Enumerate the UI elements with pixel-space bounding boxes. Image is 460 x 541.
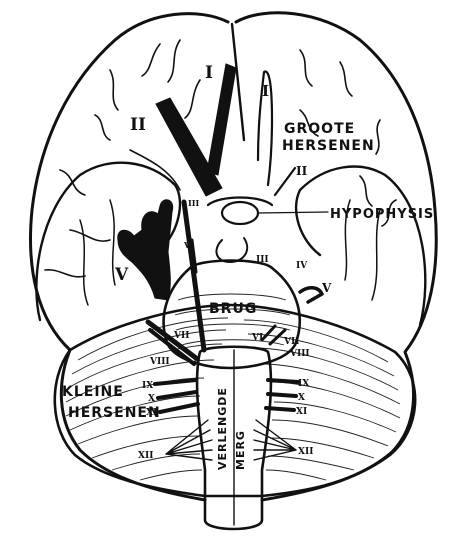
numeral-iv-right: IV [296,261,308,271]
numeral-xi-right: XI [296,407,307,417]
numeral-ix-right: IX [298,379,309,389]
numeral-vi-right: VI [251,333,263,343]
numeral-i-left: I [205,63,213,83]
label-verlengde: VERLENGDE [216,387,229,470]
numeral-ii-right: II [296,164,308,178]
numeral-viii-left: VIII [149,357,170,367]
numeral-iii-right: III [256,255,269,265]
label-groote-line1: GROOTE [284,121,355,137]
label-merg: MERG [234,430,247,470]
numeral-xi-left: XI [146,408,157,418]
numeral-x-left: X [148,394,155,404]
numeral-iii: III [188,198,199,208]
numeral-v-right: V [321,281,332,295]
numeral-xii-left: XII [138,451,153,461]
label-kleine-line1: KLEINE [62,384,124,400]
numeral-ii-left: II [130,115,146,135]
label-groote-line2: HERSENEN [282,138,375,154]
numeral-vii-right: VII [283,337,299,347]
numeral-x-right: X [298,393,305,403]
numeral-ix-left: IX [142,381,153,391]
label-brug: BRUG [209,301,257,317]
numeral-xii-right: XII [298,447,313,457]
label-hypophysis: HYPOPHYSIS [330,207,434,222]
numeral-viii-right: VIII [289,349,310,359]
numeral-i-right: I [262,82,269,100]
labels: GROOTE HERSENEN HYPOPHYSIS BRUG KLEINE H… [62,121,434,470]
numeral-vii-left: VII [173,331,189,341]
numeral-v-left: V [114,265,129,285]
numeral-vi-left: VI [183,240,194,250]
